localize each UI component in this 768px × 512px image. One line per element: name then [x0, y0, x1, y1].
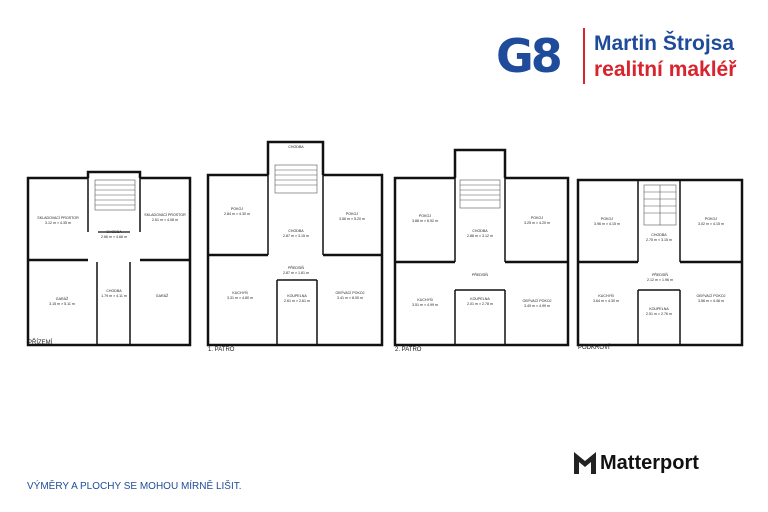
room-name: GARÁŽ: [156, 293, 169, 298]
matterport-brand: Matterport: [600, 452, 699, 474]
room-name: KUCHYŇ: [417, 298, 433, 302]
room-name: KUCHYŇ: [598, 294, 614, 298]
room-name: OBÝVACÍ POKOJ: [697, 294, 726, 298]
floor-plan-2nd: [393, 148, 570, 347]
room-name: PŘEDSÍŇ: [472, 272, 488, 277]
room-name: KOUPELNA: [649, 307, 669, 311]
room-dims: 3.25 m × 4.20 m: [524, 221, 550, 225]
room-dims: 2.84 m × 4.30 m: [224, 212, 250, 216]
agent-name: Martin Štrojsa: [594, 32, 735, 55]
room-dims: 2.66 m × 4.66 m: [101, 235, 127, 239]
room-name: SKLADOVACÍ PROSTOR: [144, 213, 186, 217]
room-dims: 2.01 m × 2.78 m: [467, 302, 493, 306]
room-dims: 3.15 m × 5.11 m: [49, 302, 75, 306]
room-name: CHODBA: [106, 289, 122, 293]
room-dims: 3.12 m × 4.35 m: [45, 221, 71, 225]
room-name: GARÁŽ: [56, 296, 69, 301]
room-dims: 3.02 m × 4.15 m: [698, 222, 724, 226]
room-dims: 2.87 m × 1.61 m: [283, 271, 309, 275]
room-name: CHODBA: [106, 230, 122, 234]
room-dims: 2.12 m × 1.96 m: [647, 278, 673, 282]
room-name: CHODBA: [472, 229, 488, 233]
room-name: POKOJ: [601, 217, 613, 221]
room-name: POKOJ: [231, 207, 243, 211]
room-labels-2nd: POKOJ 3.88 m × 6.92 m CHODBA 2.88 m × 3.…: [412, 214, 552, 308]
room-labels-1st: POKOJ 2.84 m × 4.30 m CHODBA CHODBA 2.87…: [224, 145, 365, 303]
room-dims: 3.56 m × 5.20 m: [339, 217, 365, 221]
room-labels-ground: SKLADOVACÍ PROSTOR 3.12 m × 4.35 m CHODB…: [37, 213, 186, 306]
room-dims: 2.87 m × 3.15 m: [283, 234, 309, 238]
g8-logo: G8: [496, 29, 563, 83]
room-name: KOUPELNA: [287, 294, 307, 298]
matterport-icon: [574, 452, 596, 474]
room-name: CHODBA: [288, 229, 304, 233]
room-dims: 3.51 m × 4.99 m: [412, 303, 438, 307]
floor-label-ground: PŘÍZEMÍ: [28, 340, 53, 346]
room-dims: 2.88 m × 3.12 m: [467, 234, 493, 238]
floor-label-attic: PODKROVÍ: [578, 345, 610, 351]
room-dims: 3.31 m × 4.80 m: [227, 296, 253, 300]
stairs: [94, 164, 677, 226]
room-dims: 3.96 m × 4.15 m: [594, 222, 620, 226]
room-dims: 3.88 m × 6.92 m: [412, 219, 438, 223]
room-dims: 3.64 m × 4.30 m: [593, 299, 619, 303]
floor-plan-ground: [26, 170, 192, 347]
agent-role: realitní makléř: [594, 58, 737, 81]
disclaimer-text: VÝMĚRY A PLOCHY SE MOHOU MÍRNĚ LIŠIT.: [27, 481, 242, 492]
floor-label-1st: 1. PATRO: [208, 347, 235, 353]
room-dims: 1.79 m × 4.11 m: [101, 294, 127, 298]
room-dims: 3.41 m × 8.00 m: [337, 296, 363, 300]
room-dims: 2.61 m × 2.61 m: [284, 299, 310, 303]
room-name: SKLADOVACÍ PROSTOR: [37, 216, 79, 220]
room-dims: 2.51 m × 2.76 m: [646, 312, 672, 316]
room-name: OBÝVACÍ POKOJ: [523, 299, 552, 303]
room-name: PŘEDSÍŇ: [652, 272, 668, 277]
room-name: POKOJ: [346, 212, 358, 216]
room-name: POKOJ: [705, 217, 717, 221]
room-dims: 3.49 m × 4.99 m: [524, 304, 550, 308]
room-dims: 2.61 m × 4.08 m: [152, 218, 178, 222]
room-name: CHODBA: [651, 233, 667, 237]
room-dims: 2.75 m × 3.15 m: [646, 238, 672, 242]
logo-divider: [583, 28, 585, 84]
room-name: POKOJ: [531, 216, 543, 220]
room-name: KOUPELNA: [470, 297, 490, 301]
room-name: KUCHYŇ: [232, 291, 248, 295]
room-dims: 3.56 m × 4.46 m: [698, 299, 724, 303]
room-labels-attic: POKOJ 3.96 m × 4.15 m CHODBA 2.75 m × 3.…: [593, 217, 726, 316]
room-name: CHODBA: [288, 145, 304, 149]
room-name: PŘEDSÍŇ: [288, 265, 304, 270]
room-name: OBÝVACÍ POKOJ: [336, 291, 365, 295]
agent-logo: G8 Martin Štrojsa realitní makléř: [496, 28, 756, 84]
room-name: POKOJ: [419, 214, 431, 218]
floor-label-2nd: 2. PATRO: [395, 347, 422, 353]
floor-plan-attic: [576, 178, 744, 347]
floor-plan-1st: [206, 140, 384, 347]
